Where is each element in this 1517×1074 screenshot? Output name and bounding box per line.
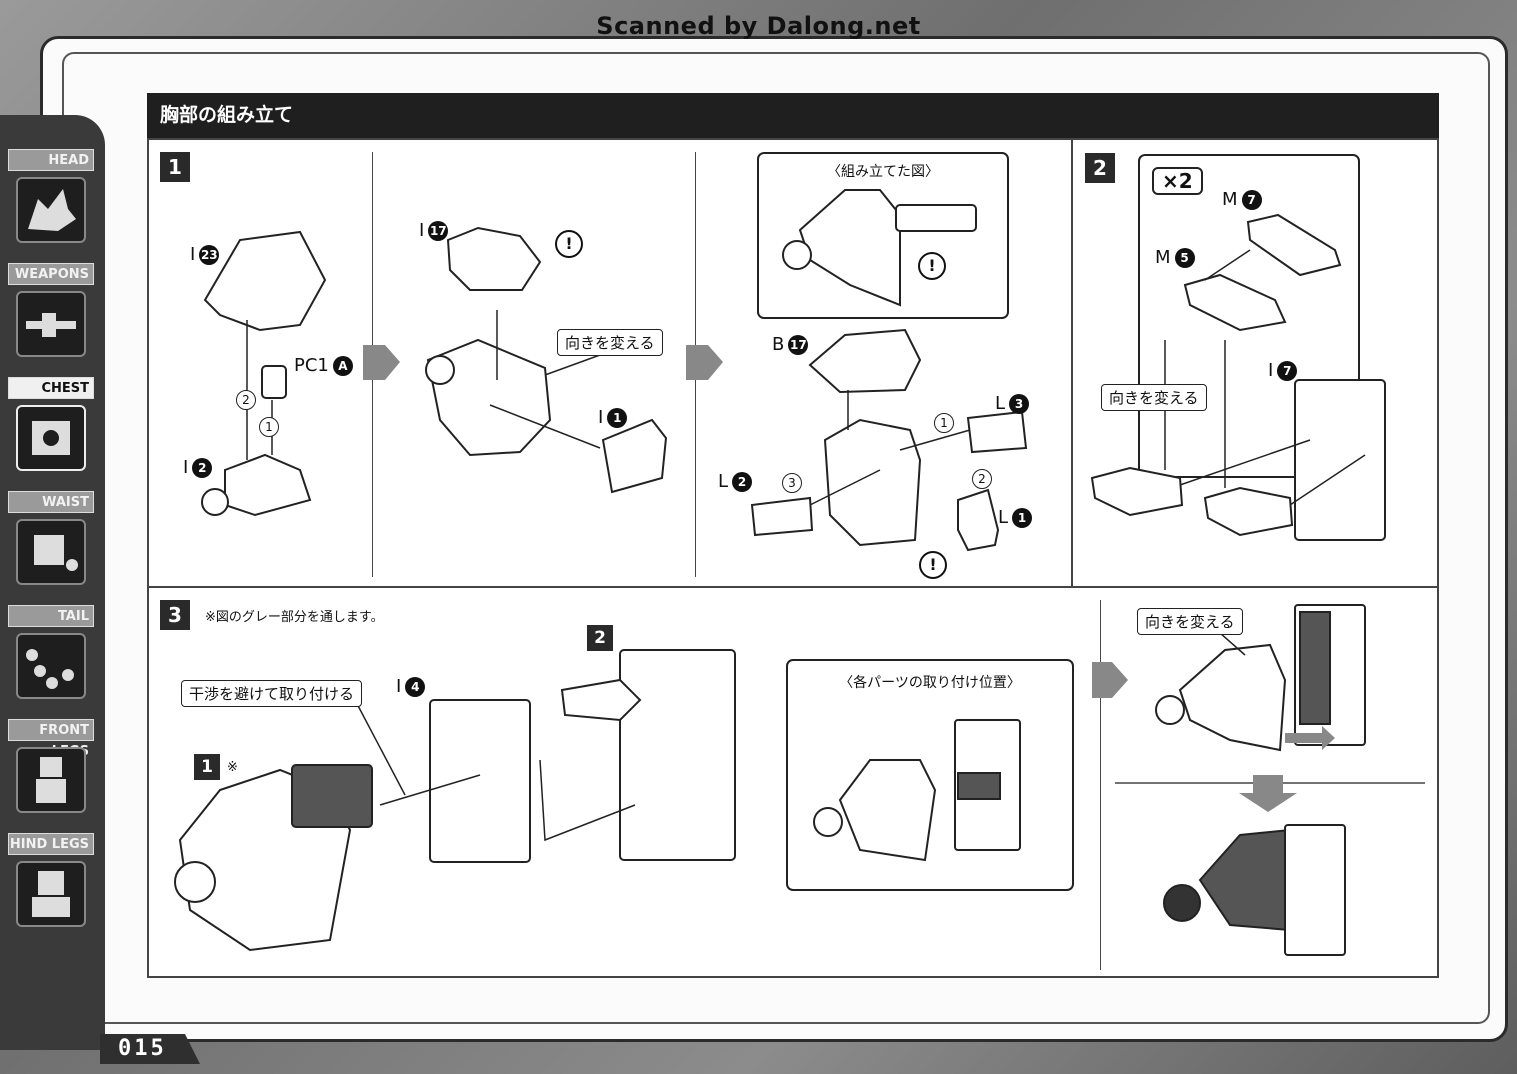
caution-icon: ! — [919, 551, 947, 579]
sidebar-item-tail[interactable]: TAIL — [8, 605, 96, 707]
turn-callout: 向きを変える — [1137, 608, 1243, 635]
head-icon — [16, 177, 86, 243]
chest-icon — [16, 405, 86, 471]
page-number: 015 — [100, 1034, 200, 1064]
sidebar-item-weapons[interactable]: WEAPONS — [8, 263, 96, 365]
order-mark: 1 — [259, 417, 279, 437]
avoid-callout: 干渉を避けて取り付ける — [181, 680, 363, 707]
front-legs-icon — [16, 747, 86, 813]
sidebar-item-waist[interactable]: WAIST — [8, 491, 96, 593]
sidebar-item-label: HEAD — [8, 149, 94, 171]
sidebar-item-label: CHEST — [8, 377, 94, 399]
sidebar-item-hind-legs[interactable]: HIND LEGS — [8, 833, 96, 935]
turn-callout: 向きを変える — [557, 329, 663, 356]
sidebar: HEAD WEAPONS CHEST WAIST TAIL FRONT LEGS… — [0, 115, 105, 1050]
step-3-panel — [147, 586, 1439, 978]
sidebar-item-label: WAIST — [8, 491, 94, 513]
step-number: 1 — [160, 152, 190, 182]
waist-icon — [16, 519, 86, 585]
weapons-icon — [16, 291, 86, 357]
divider — [372, 152, 373, 577]
step-number: 3 — [160, 600, 190, 630]
step-number: 2 — [1085, 153, 1115, 183]
caution-icon: ! — [918, 252, 946, 280]
order-mark: 2 — [972, 469, 992, 489]
order-mark: 1 — [934, 413, 954, 433]
assembled-view-title: 〈組み立てた図〉 — [827, 164, 939, 180]
caution-icon: ! — [555, 230, 583, 258]
multiplier-badge: ×2 — [1152, 167, 1203, 195]
sidebar-item-front-legs[interactable]: FRONT LEGS — [8, 719, 96, 821]
hind-legs-icon — [16, 861, 86, 927]
asterisk: ※ — [227, 760, 238, 775]
ref-step: 2 — [587, 625, 613, 651]
sidebar-item-label: TAIL — [8, 605, 94, 627]
sidebar-item-head[interactable]: HEAD — [8, 149, 96, 251]
tail-icon — [16, 633, 86, 699]
positions-view-title: 〈各パーツの取り付け位置〉 — [839, 675, 1021, 691]
sidebar-item-chest[interactable]: CHEST — [8, 377, 96, 479]
ref-step: 1 — [194, 754, 220, 780]
turn-callout: 向きを変える — [1101, 384, 1207, 411]
watermark: Scanned by Dalong.net — [596, 12, 921, 40]
step-1-panel — [147, 138, 1073, 588]
sidebar-item-label: HIND LEGS — [8, 833, 94, 855]
order-mark: 3 — [782, 473, 802, 493]
sidebar-item-label: WEAPONS — [8, 263, 94, 285]
gray-part-note: ※図のグレー部分を通します。 — [205, 610, 384, 625]
sidebar-item-label: FRONT LEGS — [8, 719, 94, 759]
order-mark: 2 — [236, 390, 256, 410]
section-title: 胸部の組み立て — [147, 93, 1439, 138]
divider — [1100, 600, 1101, 970]
divider — [695, 152, 696, 577]
